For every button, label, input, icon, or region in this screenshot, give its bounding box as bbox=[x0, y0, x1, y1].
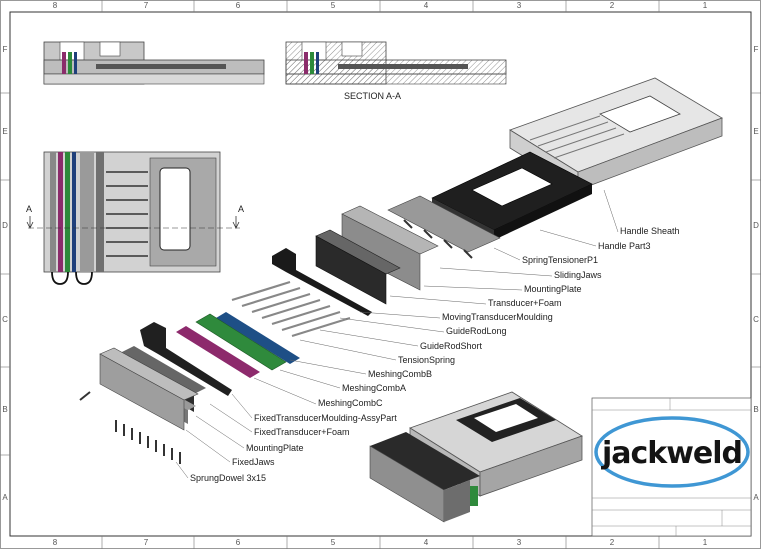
sliding-jaws bbox=[341, 205, 439, 291]
meshing-comb-b bbox=[216, 312, 300, 364]
zone-row-left-F: F bbox=[3, 45, 8, 54]
zone-row-left-D: D bbox=[2, 221, 8, 230]
callout-guide-rod-short: GuideRodShort bbox=[420, 341, 483, 351]
callout-sliding-jaws: SlidingJaws bbox=[554, 270, 602, 280]
logo-jackweld: jackweld bbox=[601, 436, 742, 471]
zone-col-top-1: 1 bbox=[703, 1, 708, 10]
zone-col-top-7: 7 bbox=[144, 1, 149, 10]
exploded-assembly bbox=[79, 77, 723, 464]
spring-tensioner bbox=[387, 195, 501, 259]
moving-transducer-moulding bbox=[272, 248, 372, 316]
callout-sprung-dowel: SprungDowel 3x15 bbox=[190, 473, 266, 483]
zone-col-bottom-7: 7 bbox=[144, 538, 149, 547]
callout-meshing-comb-a: MeshingCombA bbox=[342, 383, 406, 393]
leader-lines bbox=[175, 189, 619, 479]
zone-col-bottom-5: 5 bbox=[331, 538, 336, 547]
section-marker-right: A bbox=[238, 204, 244, 214]
section-view: SECTION A-A bbox=[285, 41, 507, 101]
zone-row-right-F: F bbox=[754, 45, 759, 54]
meshing-comb-a bbox=[195, 313, 287, 371]
meshing-comb-c bbox=[176, 326, 260, 378]
zone-row-right-A: A bbox=[753, 493, 759, 502]
zone-col-top-4: 4 bbox=[424, 1, 429, 10]
callout-meshing-comb-c: MeshingCombC bbox=[318, 398, 383, 408]
plan-view: A A bbox=[26, 151, 244, 285]
zone-col-bottom-6: 6 bbox=[236, 538, 241, 547]
callout-fixed-transducer-moulding: FixedTransducerMoulding-AssyPart bbox=[254, 413, 397, 423]
logo-ring bbox=[594, 416, 750, 488]
callout-meshing-comb-b: MeshingCombB bbox=[368, 369, 432, 379]
section-marker-left: A bbox=[26, 204, 32, 214]
zone-row-left-B: B bbox=[2, 405, 7, 414]
callout-transducer-foam: Transducer+Foam bbox=[488, 298, 561, 308]
zone-col-bottom-4: 4 bbox=[424, 538, 429, 547]
zone-row-right-D: D bbox=[753, 221, 759, 230]
zone-row-right-B: B bbox=[753, 405, 758, 414]
callout-guide-rod-long: GuideRodLong bbox=[446, 326, 507, 336]
callout-handle-part3: Handle Part3 bbox=[598, 241, 651, 251]
fixed-transducer-moulding bbox=[140, 322, 232, 396]
section-title: SECTION A-A bbox=[344, 91, 401, 101]
zone-row-left-E: E bbox=[2, 127, 7, 136]
callout-mounting-plate-lower: MountingPlate bbox=[246, 443, 304, 453]
guide-rods bbox=[231, 280, 351, 338]
zone-col-bottom-8: 8 bbox=[53, 538, 58, 547]
callout-tension-spring: TensionSpring bbox=[398, 355, 455, 365]
sprung-dowels bbox=[79, 391, 181, 464]
zone-col-top-2: 2 bbox=[610, 1, 615, 10]
callout-fixed-jaws: FixedJaws bbox=[232, 457, 275, 467]
zone-row-right-E: E bbox=[753, 127, 758, 136]
callout-fixed-transducer-foam: FixedTransducer+Foam bbox=[254, 427, 349, 437]
zone-col-bottom-2: 2 bbox=[610, 538, 615, 547]
zone-col-top-8: 8 bbox=[53, 1, 58, 10]
top-view-left bbox=[43, 41, 265, 85]
zone-col-top-6: 6 bbox=[236, 1, 241, 10]
moving-transducer bbox=[315, 229, 401, 305]
zone-row-left-A: A bbox=[2, 493, 8, 502]
callout-handle-sheath: Handle Sheath bbox=[620, 226, 680, 236]
zone-col-top-5: 5 bbox=[331, 1, 336, 10]
zone-row-left-C: C bbox=[2, 315, 8, 324]
zone-col-top-3: 3 bbox=[517, 1, 522, 10]
zone-col-bottom-1: 1 bbox=[703, 538, 708, 547]
callout-spring-tensioner: SpringTensionerP1 bbox=[522, 255, 598, 265]
callout-moving-transducer-moulding: MovingTransducerMoulding bbox=[442, 312, 553, 322]
assembled-view bbox=[369, 391, 583, 523]
title-block: jackweld bbox=[591, 397, 752, 537]
fixed-jaws bbox=[99, 347, 199, 431]
callout-labels: Handle Sheath Handle Part3 SpringTension… bbox=[190, 226, 680, 483]
zone-row-right-C: C bbox=[753, 315, 759, 324]
zone-col-bottom-3: 3 bbox=[517, 538, 522, 547]
callout-mounting-plate-upper: MountingPlate bbox=[524, 284, 582, 294]
